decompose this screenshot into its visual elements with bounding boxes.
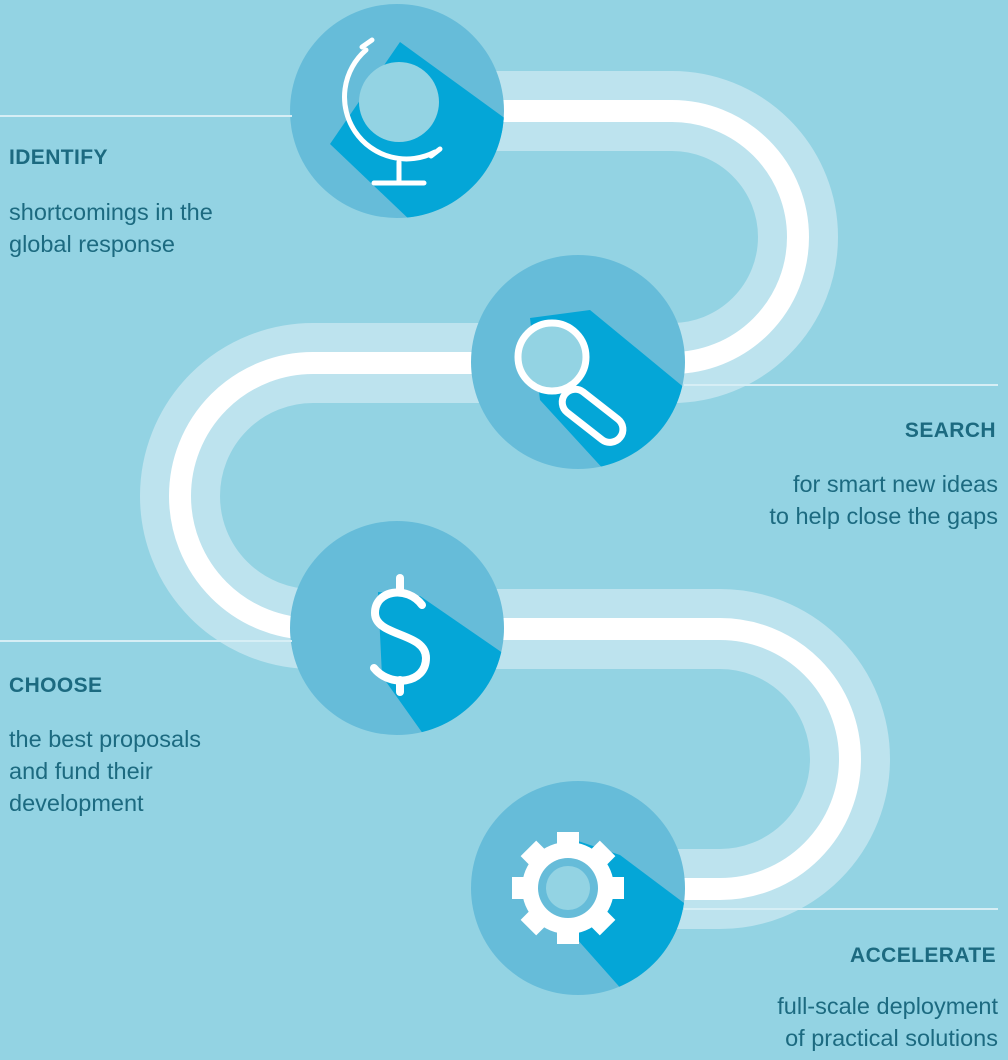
divider-identify (0, 115, 292, 117)
divider-accelerate (684, 908, 998, 910)
step-title-accelerate: ACCELERATE (850, 944, 996, 967)
divider-search (684, 384, 998, 386)
step-accelerate-badge (471, 781, 685, 995)
step-desc-choose: the best proposals and fund their develo… (9, 726, 202, 816)
step-desc-search: for smart new ideas to help close the ga… (769, 471, 998, 529)
road-outer (140, 71, 890, 929)
dollar-icon (370, 574, 430, 696)
gear-icon (512, 832, 624, 944)
divider-choose (0, 640, 292, 642)
road-inner (169, 100, 861, 900)
globe-icon (342, 37, 443, 186)
step-desc-accelerate: full-scale deployment of practical solut… (777, 993, 998, 1051)
step-title-choose: CHOOSE (9, 674, 103, 697)
magnifier-icon (514, 319, 627, 446)
step-title-identify: IDENTIFY (9, 146, 108, 169)
step-search-badge (471, 255, 685, 469)
step-title-search: SEARCH (904, 419, 996, 442)
step-identify-badge (290, 4, 504, 218)
step-desc-identify: shortcomings in the global response (9, 199, 213, 257)
